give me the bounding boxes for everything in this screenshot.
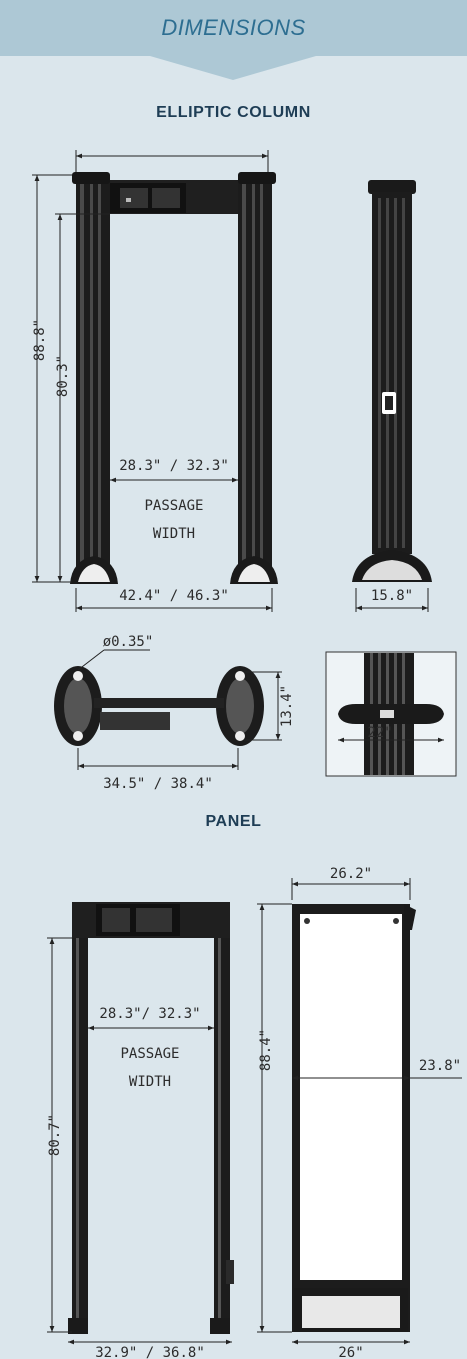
section-title-panel: PANEL xyxy=(205,813,262,830)
elliptic-detail-view xyxy=(325,651,457,777)
panel-passage-label-line2: WIDTH xyxy=(129,1074,171,1090)
dim-panel-height: 80.7" xyxy=(47,1114,63,1156)
panel-passage-label-line1: PASSAGE xyxy=(120,1046,179,1062)
dim-height-outer: 88.8" xyxy=(32,319,48,361)
dim-panel-mid-depth: 23.8" xyxy=(419,1058,461,1074)
panel-front-view xyxy=(68,902,234,1334)
dim-panel-side-height: 88.4" xyxy=(258,1029,274,1071)
dim-detail-width: 22" xyxy=(367,725,392,741)
dim-panel-width: 32.9" / 36.8" xyxy=(95,1345,205,1359)
dim-panel-base-depth: 26" xyxy=(338,1345,363,1359)
dim-outer-width: 42.4" / 46.3" xyxy=(119,588,229,604)
dim-passage-width: 28.3" / 32.3" xyxy=(119,458,229,474)
dim-hole-diameter: ø0.35" xyxy=(103,634,154,650)
elliptic-front-view xyxy=(70,172,278,584)
dim-height-inner: 80.3" xyxy=(55,355,71,397)
dim-top-depth: 13.4" xyxy=(279,685,295,727)
dim-panel-top-depth: 26.2" xyxy=(330,866,372,882)
panel-side-view xyxy=(292,904,416,1332)
page-title: DIMENSIONS xyxy=(161,15,306,40)
elliptic-side-view xyxy=(352,180,432,582)
elliptic-top-view xyxy=(54,666,264,746)
dim-panel-passage: 28.3"/ 32.3" xyxy=(99,1006,200,1022)
section-title-elliptic: ELLIPTIC COLUMN xyxy=(156,104,311,121)
dim-top-width: 34.5" / 38.4" xyxy=(103,776,213,792)
dim-side-depth: 15.8" xyxy=(371,588,413,604)
passage-label-line2: WIDTH xyxy=(153,526,195,542)
header-banner: DIMENSIONS xyxy=(0,0,467,56)
passage-label-line1: PASSAGE xyxy=(144,498,203,514)
